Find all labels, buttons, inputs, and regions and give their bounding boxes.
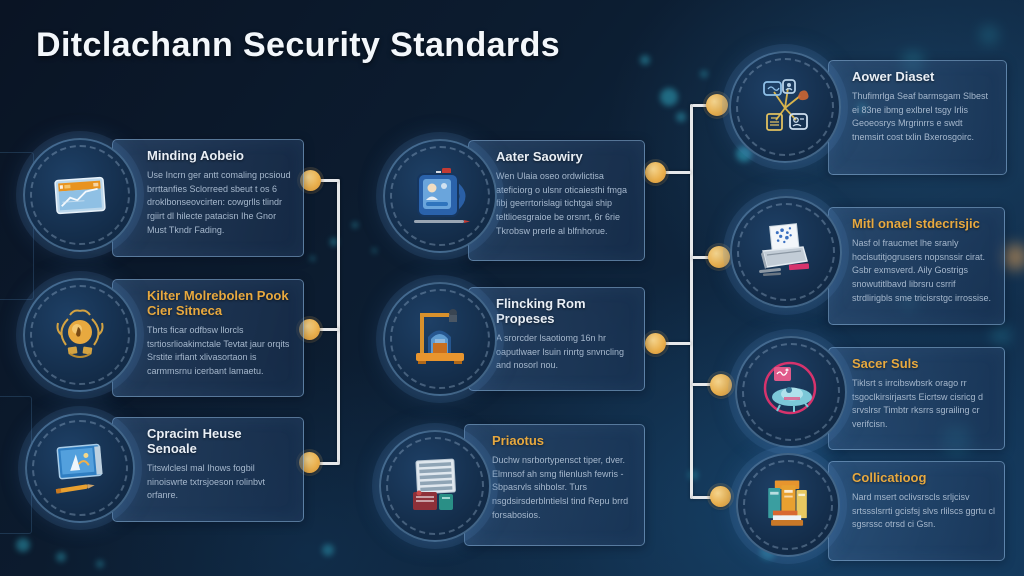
card-kilter-molrebolen: Kilter Molrebolen Pook Cier Sitneca Tbrt… <box>112 279 304 397</box>
card-body: Titswlclesl mal Ihows fogbil ninoiswrte … <box>147 462 266 501</box>
bokeh-dot <box>322 544 334 556</box>
icon-badge <box>23 138 137 252</box>
connector-dot <box>710 486 731 507</box>
connector-dot <box>708 246 730 268</box>
gold-emblem-icon <box>56 309 104 358</box>
bokeh-dot <box>736 146 752 162</box>
bokeh-dot <box>1002 244 1024 270</box>
connector-line <box>311 328 339 331</box>
bokeh-dot <box>330 238 338 246</box>
icon-badge <box>379 430 491 542</box>
bokeh-dot <box>16 538 30 552</box>
icon-badge <box>25 413 135 523</box>
document-stack-icon <box>413 458 456 510</box>
bokeh-dot <box>660 88 678 106</box>
connector-dot <box>645 333 666 354</box>
bokeh-dot <box>700 70 708 78</box>
page-title: Ditclachann Security Standards <box>36 26 561 64</box>
icon-badge <box>729 51 841 163</box>
card-body: Tbrts ficar odfbsw llorcls tsrtiosrlioak… <box>147 324 290 376</box>
connector-line <box>692 496 718 499</box>
card-sacer-suls: Sacer Suls Tiklsrt s irrcibswbsrk orago … <box>828 347 1005 450</box>
card-title: Aater Saowiry <box>496 149 583 164</box>
connector-dot <box>645 162 666 183</box>
card-mitl-onael: Mitl onael stdecrisjic Nasf ol fraucmet … <box>828 207 1005 325</box>
icon-badge <box>730 196 842 308</box>
card-body: Thufimrlga Seaf barmsgam Slbest ei 83ne … <box>852 90 989 142</box>
books-stack-icon <box>768 480 807 526</box>
machine-icon <box>416 309 464 364</box>
card-title: Cpracim Heuse Senoale <box>147 426 242 456</box>
card-cpracim-heuse: Cpracim Heuse Senoale Titswlclesl mal Ih… <box>112 417 304 522</box>
card-aower-diaset: Aower Diaset Thufimrlga Seaf barmsgam Sl… <box>828 60 1007 175</box>
card-title: Collicatioog <box>852 470 927 485</box>
card-aater-saowiry: Aater Saowiry Wen Ulaia oseo ordwlictisa… <box>468 140 645 261</box>
connector-line <box>661 171 691 174</box>
connector-line <box>690 104 693 499</box>
connector-line <box>311 462 339 465</box>
scanner-box-icon <box>759 223 810 277</box>
connector-line <box>661 342 691 345</box>
icon-badge <box>23 278 137 392</box>
icon-badge <box>736 453 840 557</box>
bokeh-dot <box>980 26 998 44</box>
mug-device-icon <box>414 168 470 223</box>
card-flincking-rom: Flincking Rom Propeses A srorcder lsaoti… <box>468 287 645 391</box>
connector-line <box>692 256 716 259</box>
icon-badge <box>735 336 847 448</box>
bokeh-dot <box>688 470 698 480</box>
card-minding-aobeio: Minding Aobeio Use Incrn ger antt comali… <box>112 139 304 257</box>
bokeh-dot <box>992 326 1010 344</box>
analytics-window-icon <box>54 176 106 215</box>
card-body: A srorcder lsaotiomg 16n hr oaputlwaer l… <box>496 332 625 371</box>
card-body: Wen Ulaia oseo ordwlictisa ateficiorg o … <box>496 170 628 236</box>
bokeh-dot <box>310 256 315 261</box>
card-priaotus: Priaotus Duchw nsrbortypensct tiper, dve… <box>464 424 645 546</box>
connector-dot <box>299 452 320 473</box>
card-title: Sacer Suls <box>852 356 919 371</box>
card-body: Use Incrn ger antt comaling pcsioud brrt… <box>147 169 291 235</box>
card-title: Kilter Molrebolen Pook Cier Sitneca <box>147 288 289 318</box>
card-title: Mitl onael stdecrisjic <box>852 216 980 231</box>
connector-line <box>337 179 340 465</box>
bokeh-dot <box>676 112 686 122</box>
card-title: Minding Aobeio <box>147 148 244 163</box>
connector-line <box>692 104 714 107</box>
network-diagram-icon <box>763 79 809 131</box>
card-body: Nard msert oclivsrscls srljcisv srtsssls… <box>852 491 996 530</box>
bokeh-dot <box>56 552 66 562</box>
card-title: Aower Diaset <box>852 69 935 84</box>
bokeh-dot <box>372 248 377 253</box>
monitor-pencil-icon <box>55 443 103 494</box>
bokeh-dot <box>640 55 650 65</box>
connector-dot <box>710 374 732 396</box>
card-collicatioog: Collicatioog Nard msert oclivsrscls srlj… <box>828 461 1005 561</box>
card-body: Duchw nsrbortypensct tiper, dver. Elmnso… <box>492 454 629 520</box>
icon-badge <box>383 139 497 253</box>
connector-dot <box>299 319 320 340</box>
connector-dot <box>300 170 321 191</box>
card-title: Priaotus <box>492 433 545 448</box>
card-body: Nasf ol fraucmet lhe sranly hocisutitjog… <box>852 237 992 303</box>
connector-dot <box>706 94 728 116</box>
bokeh-dot <box>96 560 104 568</box>
icon-badge <box>383 282 497 396</box>
card-title: Flincking Rom Propeses <box>496 296 586 326</box>
connector-line <box>311 179 339 182</box>
connector-line <box>692 383 718 386</box>
card-body: Tiklsrt s irrcibswbsrk orago rr tsgoclki… <box>852 377 984 429</box>
bokeh-dot <box>352 222 358 228</box>
saucer-ring-icon <box>763 361 817 415</box>
